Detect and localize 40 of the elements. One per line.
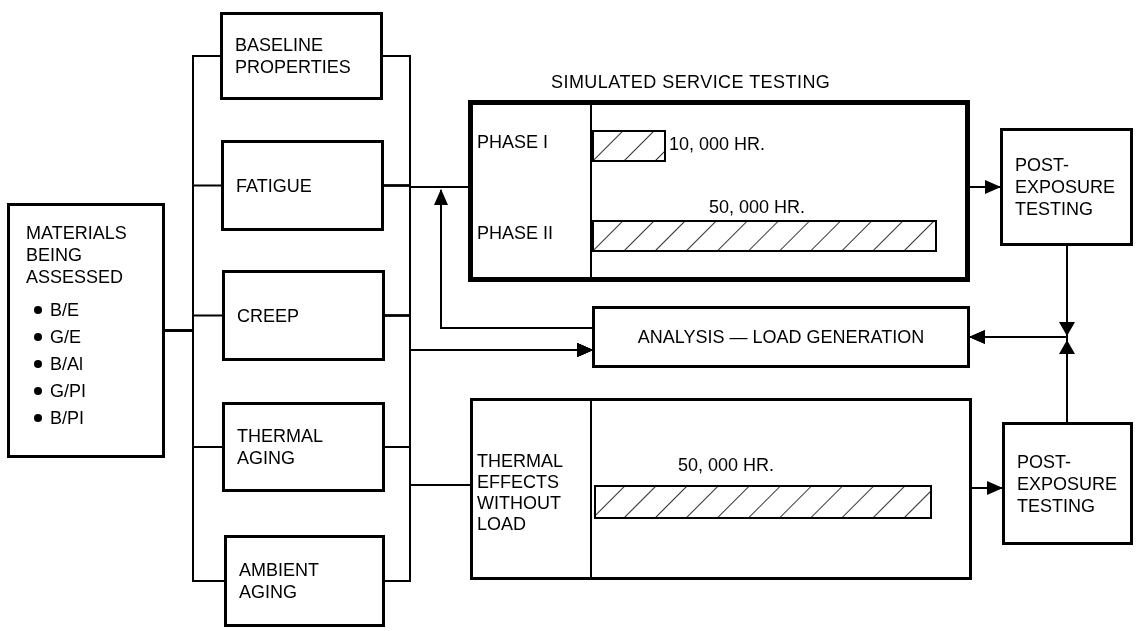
- connector: [384, 484, 471, 582]
- heading: SIMULATED SERVICE TESTING: [551, 71, 831, 93]
- label-text: 10, 000 HR.: [669, 133, 766, 155]
- process-box: [7, 203, 165, 458]
- list-item: B/E: [50, 298, 79, 321]
- connector: [969, 180, 1001, 194]
- connector: [971, 481, 1003, 495]
- label-text: CREEP: [237, 304, 299, 327]
- label-text: AMBIENT AGING: [239, 559, 320, 603]
- label-text: PHASE II: [477, 222, 554, 244]
- process-box: [1000, 128, 1133, 246]
- process-box: [592, 306, 970, 368]
- process-box: [224, 535, 385, 627]
- label-text: BASELINE PROPERTIES: [235, 34, 352, 78]
- process-box: [222, 402, 385, 492]
- label-text: POST-EXPOSURE TESTING: [1015, 154, 1117, 220]
- label-text: FATIGUE: [236, 174, 312, 197]
- hatched-bar: [594, 485, 932, 519]
- list-item: G/E: [50, 325, 81, 348]
- connector: [434, 189, 593, 329]
- label-text: PHASE I: [477, 131, 549, 153]
- label-text: POST-EXPOSURE TESTING: [1017, 450, 1118, 517]
- list-item: B/PI: [50, 406, 84, 429]
- label-text: THERMAL EFFECTS WITHOUT LOAD: [477, 451, 564, 535]
- hatched-bar: [592, 130, 666, 162]
- label-text: 50, 000 HR.: [709, 196, 806, 218]
- label-text: 50, 000 HR.: [678, 454, 775, 476]
- label-text: THERMAL AGING: [237, 425, 324, 469]
- process-box: [221, 140, 384, 231]
- connector: [164, 329, 225, 582]
- list-item: G/PI: [50, 379, 86, 402]
- connector: [969, 330, 1068, 423]
- list-item: B/Al: [50, 352, 83, 375]
- label-text: ANALYSIS — LOAD GENERATION: [637, 326, 925, 348]
- process-box: [470, 398, 972, 580]
- process-box: [1002, 422, 1133, 545]
- process-box: [220, 12, 383, 100]
- label-text: MATERIALS BEING ASSESSED: [26, 222, 128, 288]
- hatched-bar: [592, 220, 937, 252]
- process-box: [222, 270, 385, 361]
